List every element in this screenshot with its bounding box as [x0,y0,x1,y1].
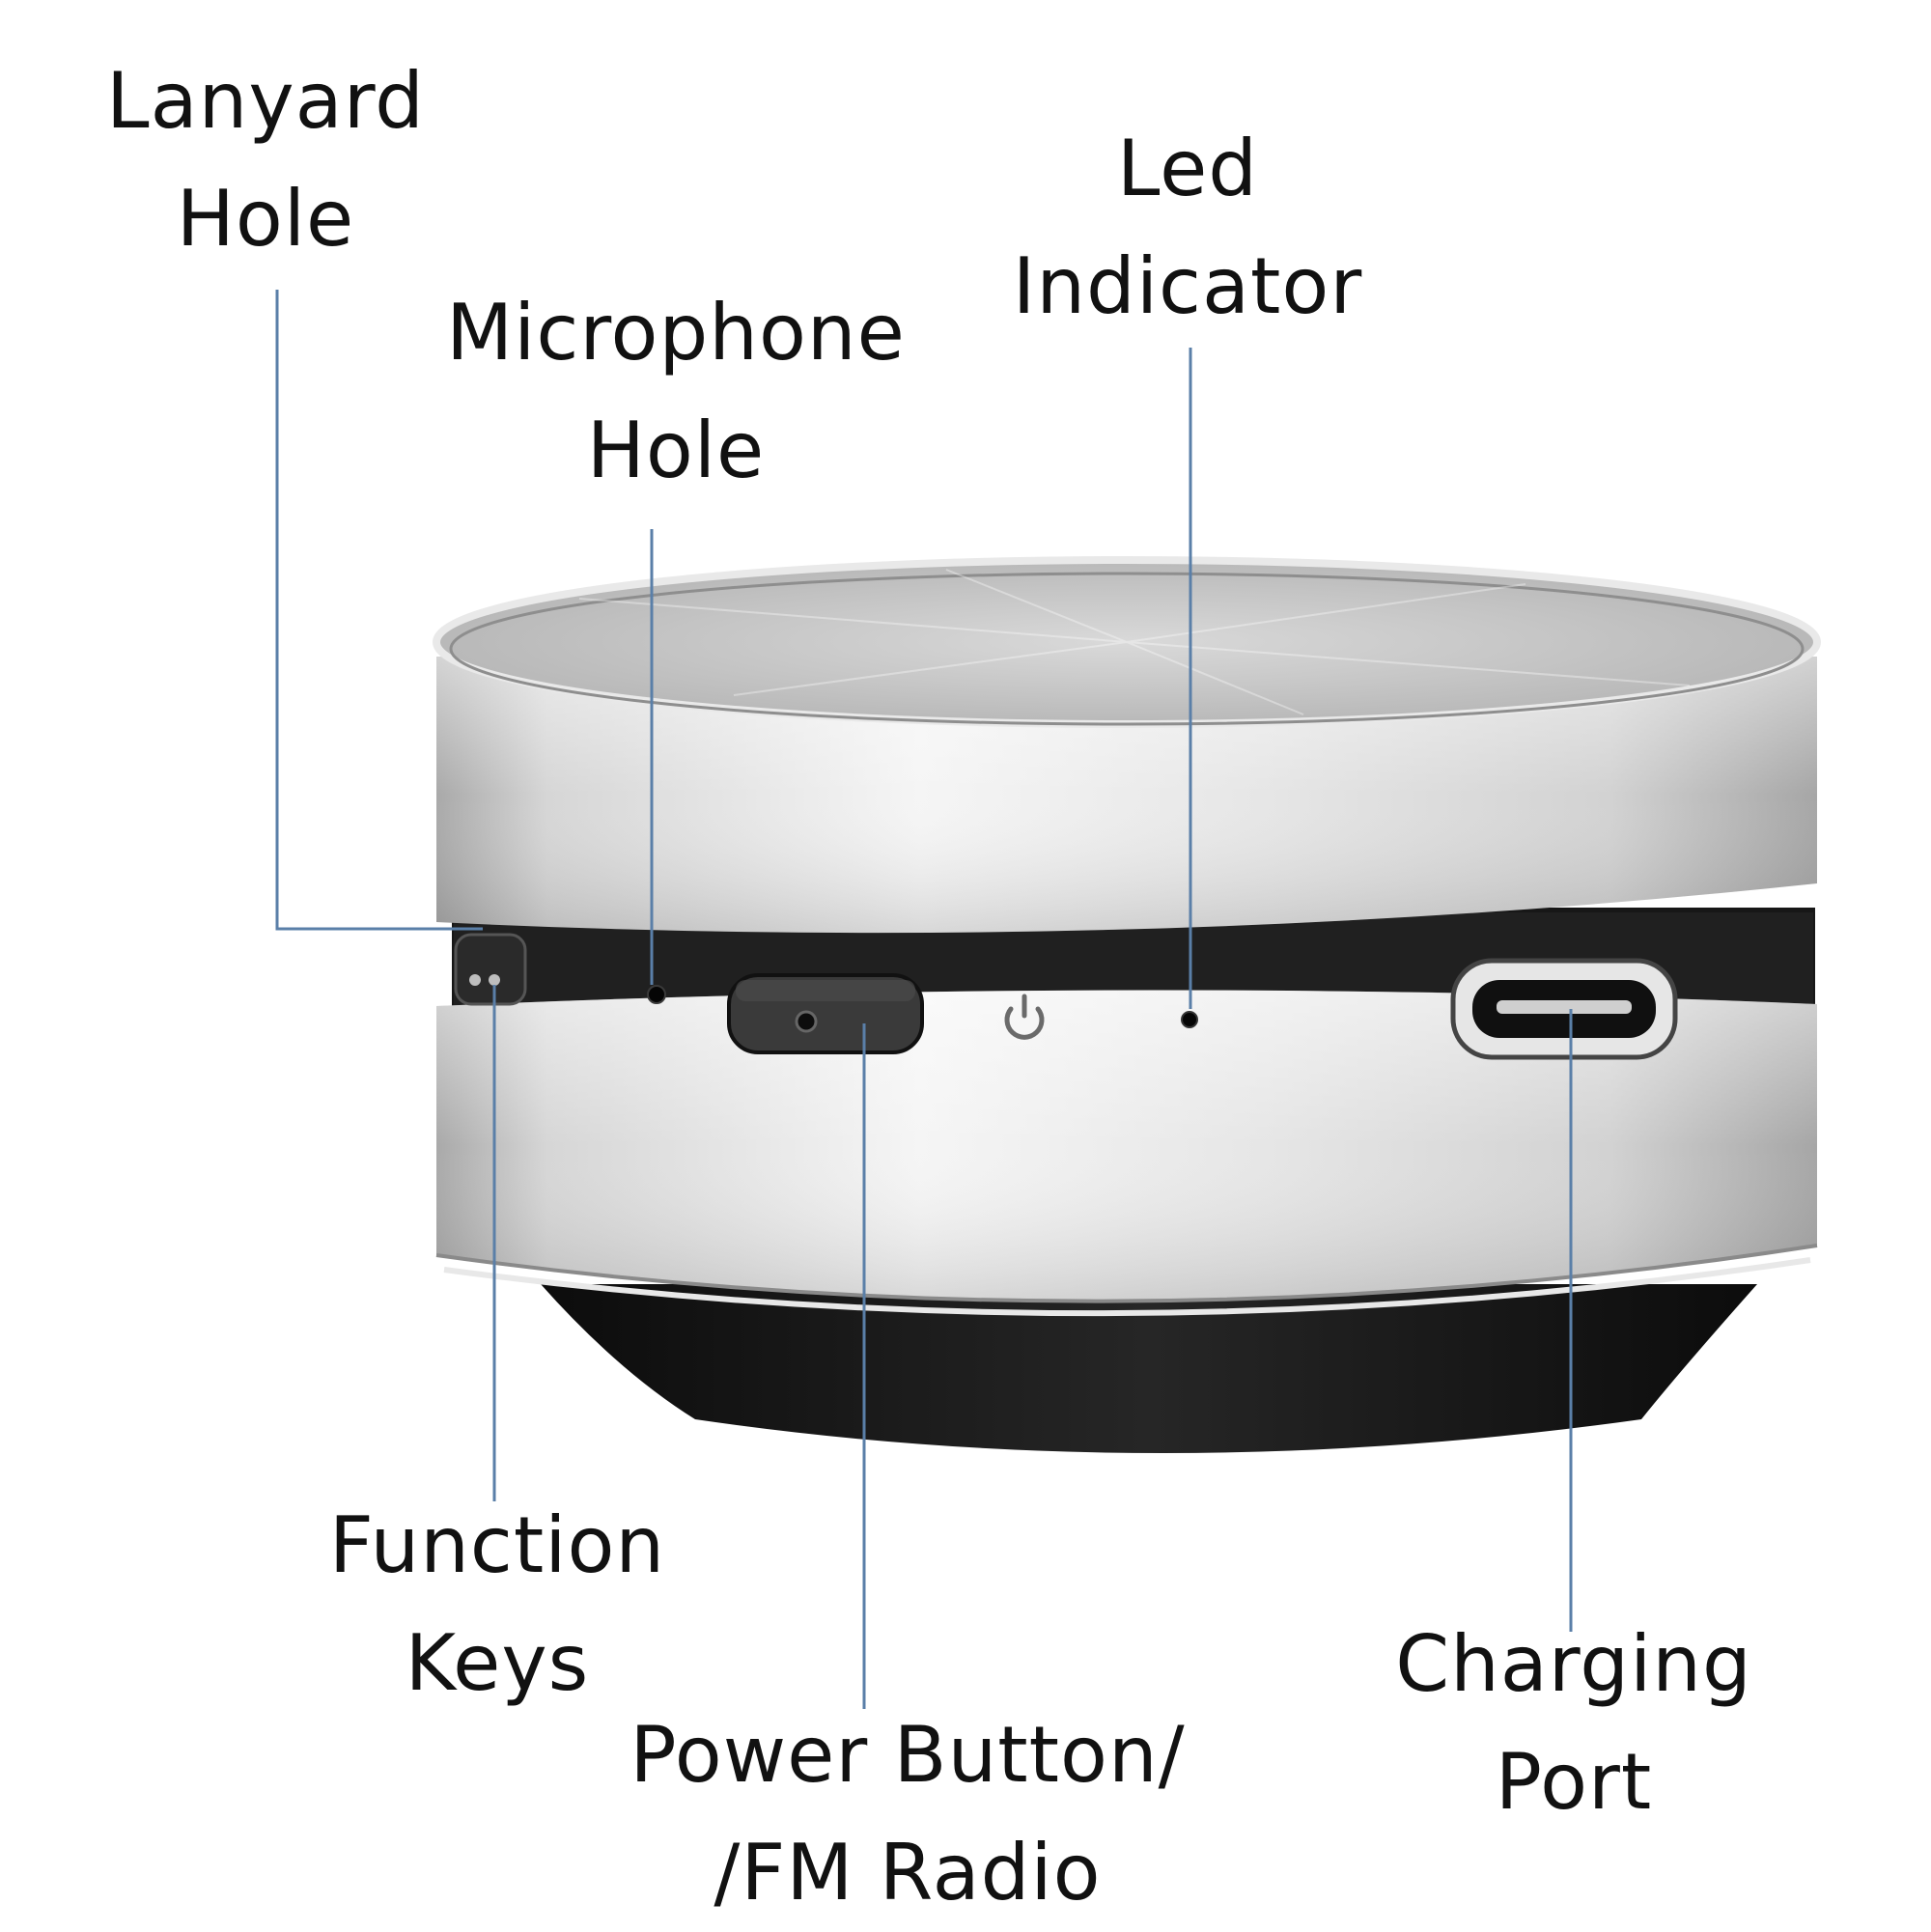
label-microphone-hole-line2: Hole [586,406,766,495]
leader-lanyard-hole [275,290,483,931]
label-lanyard-hole: Lanyard Hole [53,42,478,278]
label-charging-port-line2: Port [1495,1737,1653,1827]
label-led-indicator: Led Indicator [966,110,1410,346]
label-power-button: Power Button/ /FM Radio [579,1696,1236,1932]
label-function-keys: Function Keys [285,1487,710,1722]
label-lanyard-hole-line2: Hole [176,174,355,264]
top-disc [436,560,1817,724]
label-function-keys-line1: Function [328,1500,666,1590]
power-icon [1004,994,1045,1040]
label-charging-port-line1: Charging [1395,1619,1752,1709]
microphone-hole [647,985,666,1004]
label-led-indicator-line1: Led [1116,124,1259,213]
function-keys[interactable] [454,933,527,1006]
speaker-base [541,1284,1757,1453]
label-power-button-line1: Power Button/ [630,1710,1186,1800]
led-indicator [1181,1011,1198,1028]
label-led-indicator-line2: Indicator [1012,241,1363,331]
label-function-keys-line2: Keys [405,1618,590,1708]
label-microphone-hole-line1: Microphone [446,288,906,378]
label-power-button-line2: /FM Radio [714,1828,1102,1918]
label-microphone-hole: Microphone Hole [406,274,946,510]
label-lanyard-hole-line1: Lanyard [106,56,425,146]
label-charging-port: Charging Port [1361,1606,1786,1841]
